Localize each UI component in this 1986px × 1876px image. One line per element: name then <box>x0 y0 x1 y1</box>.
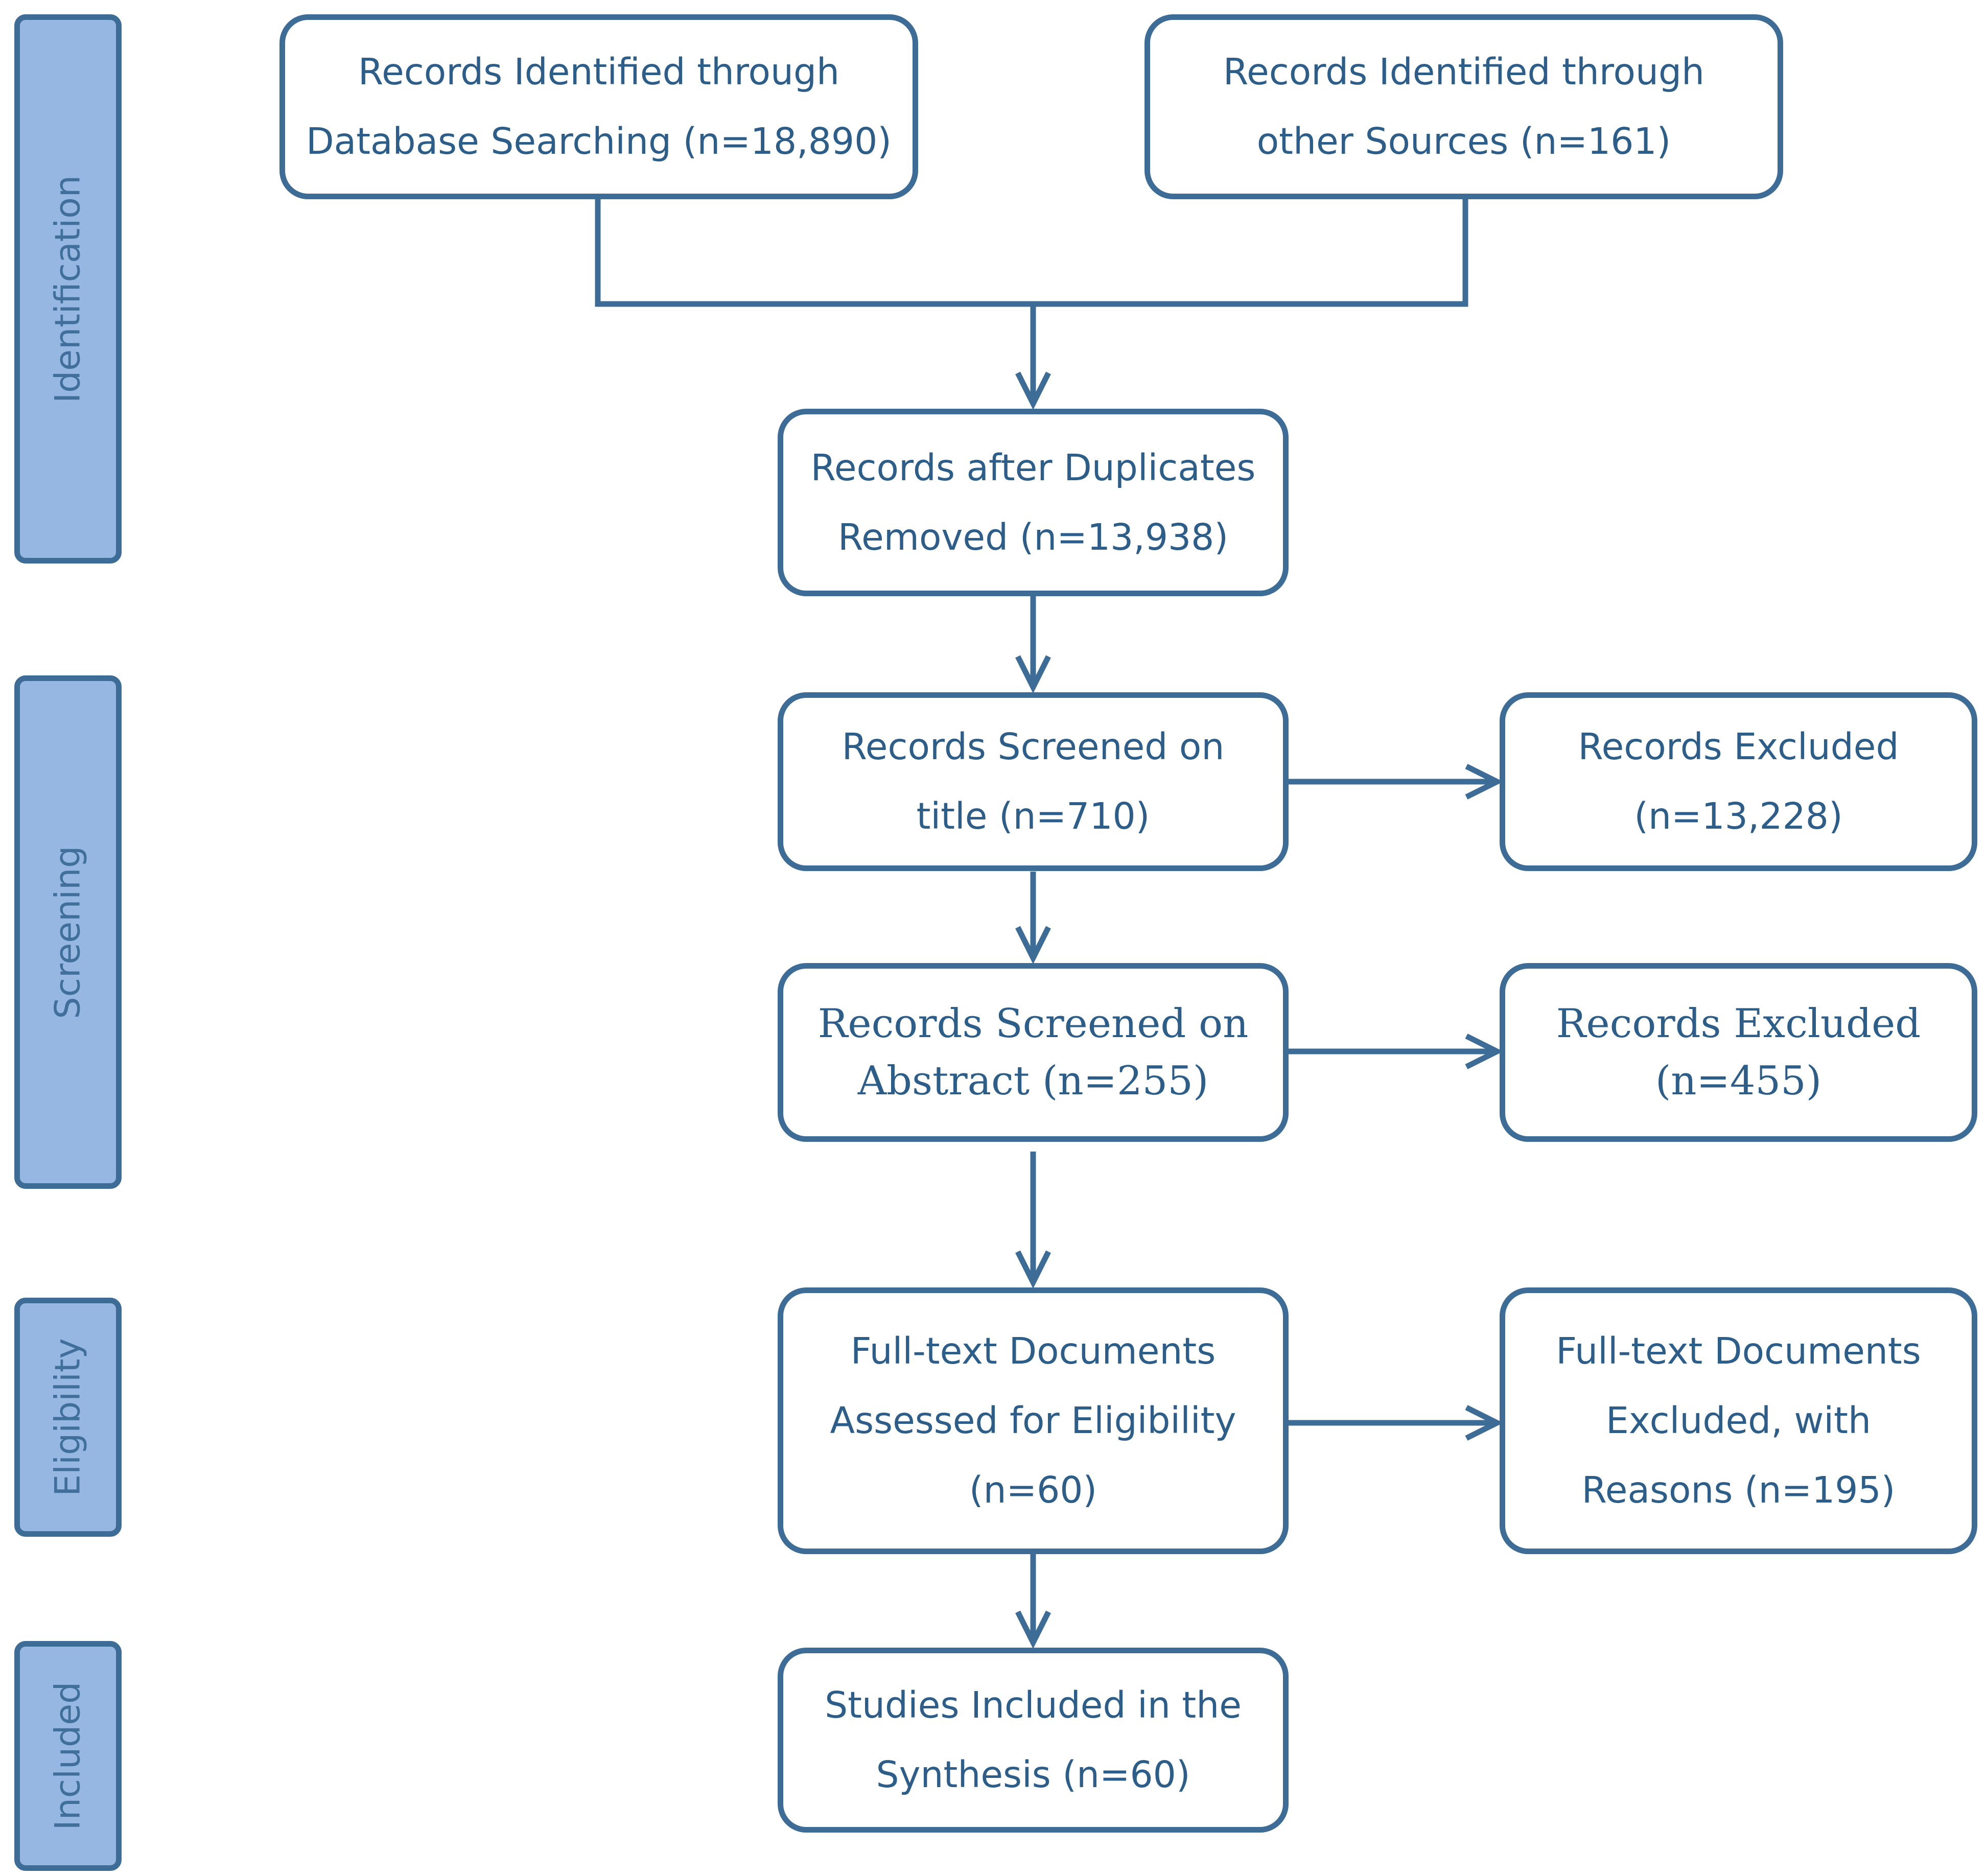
arrow-to-excluded-abstract-head <box>1465 1034 1504 1069</box>
phase-bar-screening: Screening <box>14 675 122 1189</box>
box-fulltext-excluded: Full-text Documents Excluded, with Reaso… <box>1500 1287 1977 1554</box>
box-database-line-2: Database Searching (n=18,890) <box>306 120 892 162</box>
box-screened-title-line-1: Records Screened on <box>842 725 1225 768</box>
box-screened-title-line-2: title (n=710) <box>916 795 1150 837</box>
box-other-sources-line-2: other Sources (n=161) <box>1256 120 1671 162</box>
box-database-line-1: Records Identified through <box>358 51 840 93</box>
arrow-to-duplicates-head <box>1015 371 1051 410</box>
phase-bar-included: Included <box>14 1641 122 1871</box>
box-other-sources-line-1: Records Identified through <box>1223 51 1705 93</box>
arrow-to-screened-title-head <box>1015 655 1051 694</box>
box-excluded-abstract-line-2: (n=455) <box>1655 1058 1822 1104</box>
box-database-searching: Records Identified through Database Sear… <box>279 14 918 199</box>
box-fulltext-excluded-line-2: Excluded, with <box>1606 1399 1871 1442</box>
box-fulltext-assessed: Full-text Documents Assessed for Eligibi… <box>778 1287 1289 1554</box>
arrow-to-fulltext-head <box>1015 1250 1051 1289</box>
box-excluded-abstract: Records Excluded (n=455) <box>1500 963 1977 1142</box>
arrow-to-screened-abstract-head <box>1015 926 1051 965</box>
box-duplicates-line-1: Records after Duplicates <box>810 446 1256 489</box>
box-screened-abstract-line-2: Abstract (n=255) <box>857 1058 1209 1104</box>
box-screened-abstract-line-1: Records Screened on <box>817 1001 1249 1047</box>
box-duplicates-removed: Records after Duplicates Removed (n=13,9… <box>778 409 1289 596</box>
phase-bar-identification: Identification <box>14 14 122 564</box>
box-excluded-abstract-line-1: Records Excluded <box>1556 1001 1921 1047</box>
box-duplicates-line-2: Removed (n=13,938) <box>837 515 1229 558</box>
box-included-line-2: Synthesis (n=60) <box>876 1753 1190 1796</box>
box-fulltext-excluded-line-3: Reasons (n=195) <box>1581 1469 1896 1511</box>
phase-bar-eligibility: Eligibility <box>14 1298 122 1537</box>
box-fulltext-assessed-line-2: Assessed for Eligibility <box>830 1399 1236 1442</box>
box-included-synthesis: Studies Included in the Synthesis (n=60) <box>778 1648 1289 1833</box>
box-excluded-title: Records Excluded (n=13,228) <box>1500 692 1977 871</box>
box-fulltext-assessed-line-1: Full-text Documents <box>850 1330 1216 1372</box>
box-excluded-title-line-2: (n=13,228) <box>1634 795 1843 837</box>
box-other-sources: Records Identified through other Sources… <box>1144 14 1783 199</box>
arrow-to-fulltext-excluded-head <box>1465 1405 1504 1441</box>
box-screened-title: Records Screened on title (n=710) <box>778 692 1289 871</box>
arrow-to-included-head <box>1015 1610 1051 1649</box>
merge-connector <box>595 197 1468 307</box>
box-excluded-title-line-1: Records Excluded <box>1578 725 1899 768</box>
arrow-to-excluded-title-head <box>1465 764 1504 800</box>
box-fulltext-assessed-line-3: (n=60) <box>969 1469 1097 1511</box>
box-fulltext-excluded-line-1: Full-text Documents <box>1556 1330 1921 1372</box>
box-included-line-1: Studies Included in the <box>825 1684 1242 1726</box>
box-screened-abstract: Records Screened on Abstract (n=255) <box>778 963 1289 1142</box>
